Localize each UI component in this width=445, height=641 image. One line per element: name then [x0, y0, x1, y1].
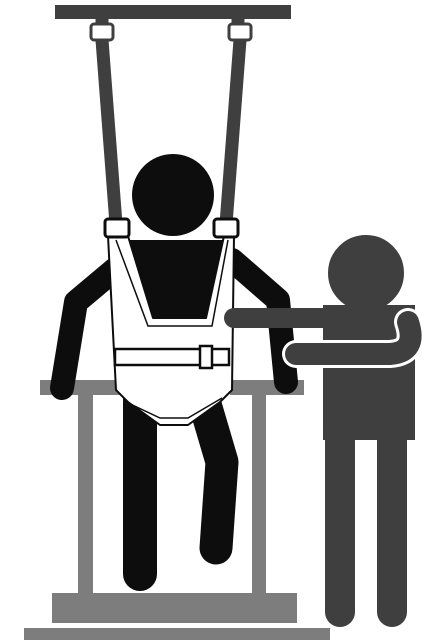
patient-head [132, 154, 214, 236]
strap-buckle-icon [214, 219, 238, 237]
ceiling-bar-icon [55, 5, 291, 19]
patient-right-leg [202, 394, 222, 548]
therapist-head [327, 234, 405, 312]
strap-buckle-icon [105, 219, 129, 237]
strap-buckle-icon [91, 24, 251, 40]
waist-belt-icon [115, 346, 229, 368]
floor-platform-icon [24, 593, 330, 640]
